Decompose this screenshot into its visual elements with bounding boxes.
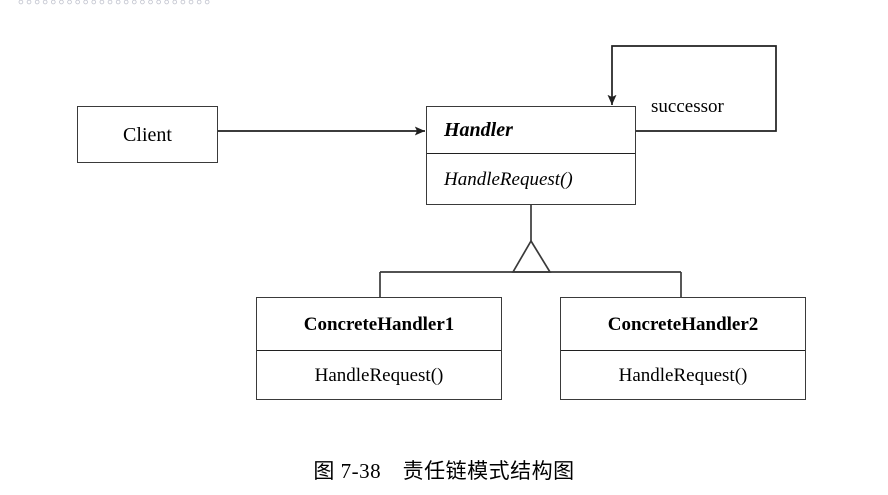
cropped-text-sliver: 。。。。。。。。。。。。。。。。。。。。。。。。: [0, 0, 888, 9]
association-handler-successor: [607, 45, 777, 132]
association-label-successor: successor: [651, 96, 724, 117]
class-name-compartment: ConcreteHandler2: [561, 298, 805, 350]
figure-caption: 图 7-38 责任链模式结构图: [313, 459, 575, 483]
cropped-text-line: 。。。。。。。。。。。。。。。。。。。。。。。。: [18, 0, 220, 8]
class-name-compartment: ConcreteHandler1: [257, 298, 501, 350]
class-name-compartment: Handler: [427, 107, 635, 153]
operation-label: HandleRequest(): [444, 168, 573, 190]
class-operations-compartment: HandleRequest(): [257, 350, 501, 399]
class-operations-compartment: HandleRequest(): [427, 153, 635, 204]
operation-label: HandleRequest(): [314, 364, 444, 386]
class-name-label: ConcreteHandler1: [303, 313, 455, 335]
class-box-concrete-handler-2[interactable]: ConcreteHandler2 HandleRequest(): [560, 297, 806, 400]
class-name-label: Handler: [444, 119, 513, 141]
class-name-label: Client: [123, 123, 172, 146]
generalization-tree: [379, 205, 682, 297]
operation-label: HandleRequest(): [618, 364, 748, 386]
class-box-handler[interactable]: Handler HandleRequest(): [426, 106, 636, 205]
class-name-compartment: Client: [78, 107, 217, 162]
hollow-triangle-icon: [511, 239, 552, 273]
class-box-concrete-handler-1[interactable]: ConcreteHandler1 HandleRequest(): [256, 297, 502, 400]
class-name-label: ConcreteHandler2: [607, 313, 759, 335]
class-box-client[interactable]: Client: [77, 106, 218, 163]
class-operations-compartment: HandleRequest(): [561, 350, 805, 399]
